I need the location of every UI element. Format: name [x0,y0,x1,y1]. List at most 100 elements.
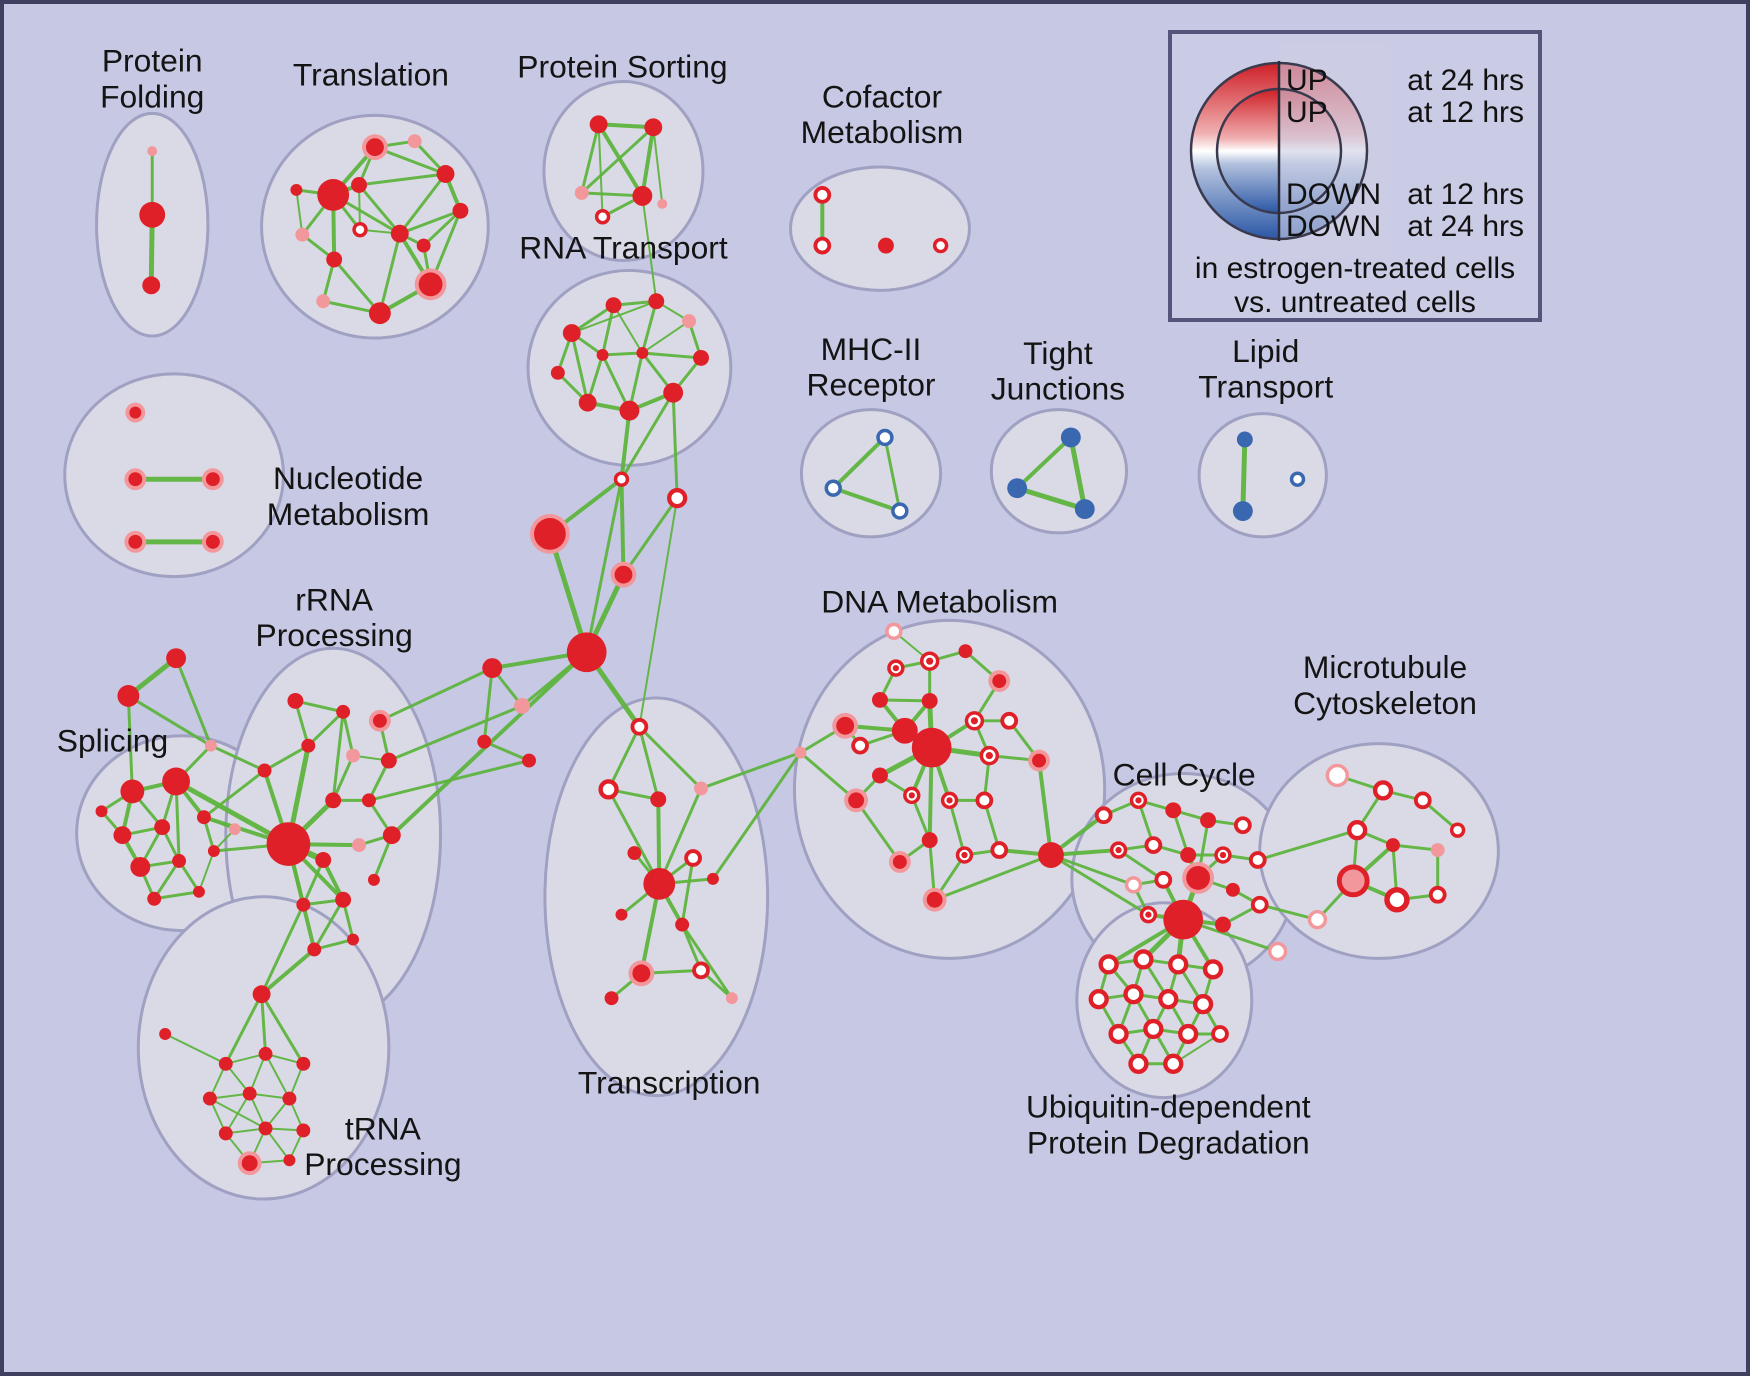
network-node-dm11 [964,711,985,731]
network-edge [295,188,304,236]
legend: UP at 24 hrs UP at 12 hrs DOWN at 12 hrs… [1168,30,1542,322]
network-edge [1037,758,1053,858]
network-node-ps2 [644,118,663,137]
network-edge [341,710,355,758]
network-node-ub7 [1158,989,1179,1010]
network-node-t13 [290,183,303,196]
network-node-dm2 [872,691,888,708]
network-edge [482,740,531,763]
network-node-rr5 [346,748,361,763]
network-node-mc2 [1372,780,1394,801]
legend-up-24-label: UP [1286,64,1328,97]
network-node-dm14 [1028,749,1050,772]
legend-down-24-time: at 24 hrs [1407,210,1524,243]
network-node-cc0 [1038,842,1064,868]
network-edge [378,232,402,315]
network-node-ub6 [1123,984,1144,1005]
network-node-tc4 [694,781,708,796]
network-node-x3 [204,739,217,752]
network-edge [652,126,664,205]
legend-rings-diagram [1189,44,1390,258]
network-edge [174,656,213,748]
network-edge [638,497,679,728]
network-node-c4 [610,561,637,588]
network-node-t15 [351,176,367,193]
network-edge [1117,848,1165,882]
network-edge [607,725,641,791]
network-edge [680,923,734,1000]
network-node-rr8 [325,792,342,809]
network-node-pf2 [139,201,166,228]
network-node-rt4 [682,314,697,329]
network-edge [1256,828,1359,862]
legend-caption: in estrogen-treated cells vs. untreated … [1194,252,1516,319]
network-node-rr18 [382,826,401,845]
cluster-label-cell-cycle: Cell Cycle [1113,756,1256,792]
network-node-tc5 [643,867,676,900]
network-node-tc9 [615,908,628,921]
network-edge [619,408,632,482]
network-edge [948,798,966,857]
network-node-tn4 [258,1046,273,1061]
network-edge [482,666,494,744]
network-node-tc3 [650,791,667,808]
network-node-dm9 [891,717,918,744]
network-node-cc12 [1154,871,1173,889]
network-node-tc2 [598,779,619,800]
network-node-rt5 [693,349,709,366]
network-edge [883,435,902,513]
network-node-rr2 [336,704,351,719]
network-edge [293,699,345,714]
network-node-cc4 [1200,812,1217,829]
network-node-ub1 [1098,954,1119,975]
network-edge [367,759,531,802]
network-edge [197,850,215,893]
network-node-tn13 [283,1154,296,1167]
network-node-lt2 [1232,501,1253,521]
network-edge [224,992,264,1066]
network-node-sp11 [95,805,108,818]
network-node-mc1 [1325,763,1349,788]
network-node-t11 [390,224,409,243]
network-node-pf3 [142,276,161,295]
network-node-rt11 [636,346,649,359]
network-node-dm5 [919,651,940,671]
network-node-tj1 [1060,427,1081,448]
network-node-cc15 [1163,899,1204,940]
cluster-layer [63,80,1500,1201]
network-edge [601,303,616,357]
network-edge [152,859,181,901]
cluster-label-protein-sorting: Protein Sorting [517,49,727,85]
network-node-c1 [613,471,630,487]
network-edge [699,751,802,790]
network-node-sp12 [228,823,241,836]
network-edge [126,694,213,748]
network-node-c3 [530,514,570,554]
network-edge [570,331,590,405]
network-node-dm10 [911,727,952,768]
network-node-tc8 [706,872,719,885]
network-edge [570,300,658,335]
network-node-rt6 [663,382,684,403]
network-node-t6 [414,268,447,301]
network-node-tn12 [237,1151,262,1176]
network-node-c5 [566,632,607,673]
cluster-ellipse-lipid-transport [1197,412,1328,539]
network-node-t4 [436,165,455,183]
network-node-t7 [368,302,391,325]
network-edge [640,351,703,360]
network-node-rt7 [619,400,640,421]
network-edge [580,191,644,198]
network-node-mc10 [1307,909,1328,930]
network-node-ub10 [1143,1018,1164,1040]
network-edge [637,725,703,790]
network-node-cm2 [813,236,832,255]
network-node-cc10 [1248,851,1267,869]
network-node-ps3 [574,185,589,200]
network-node-mc6 [1430,843,1445,858]
network-edge [164,1032,227,1065]
network-edge [357,172,448,187]
legend-fade-overlay [1279,44,1390,258]
